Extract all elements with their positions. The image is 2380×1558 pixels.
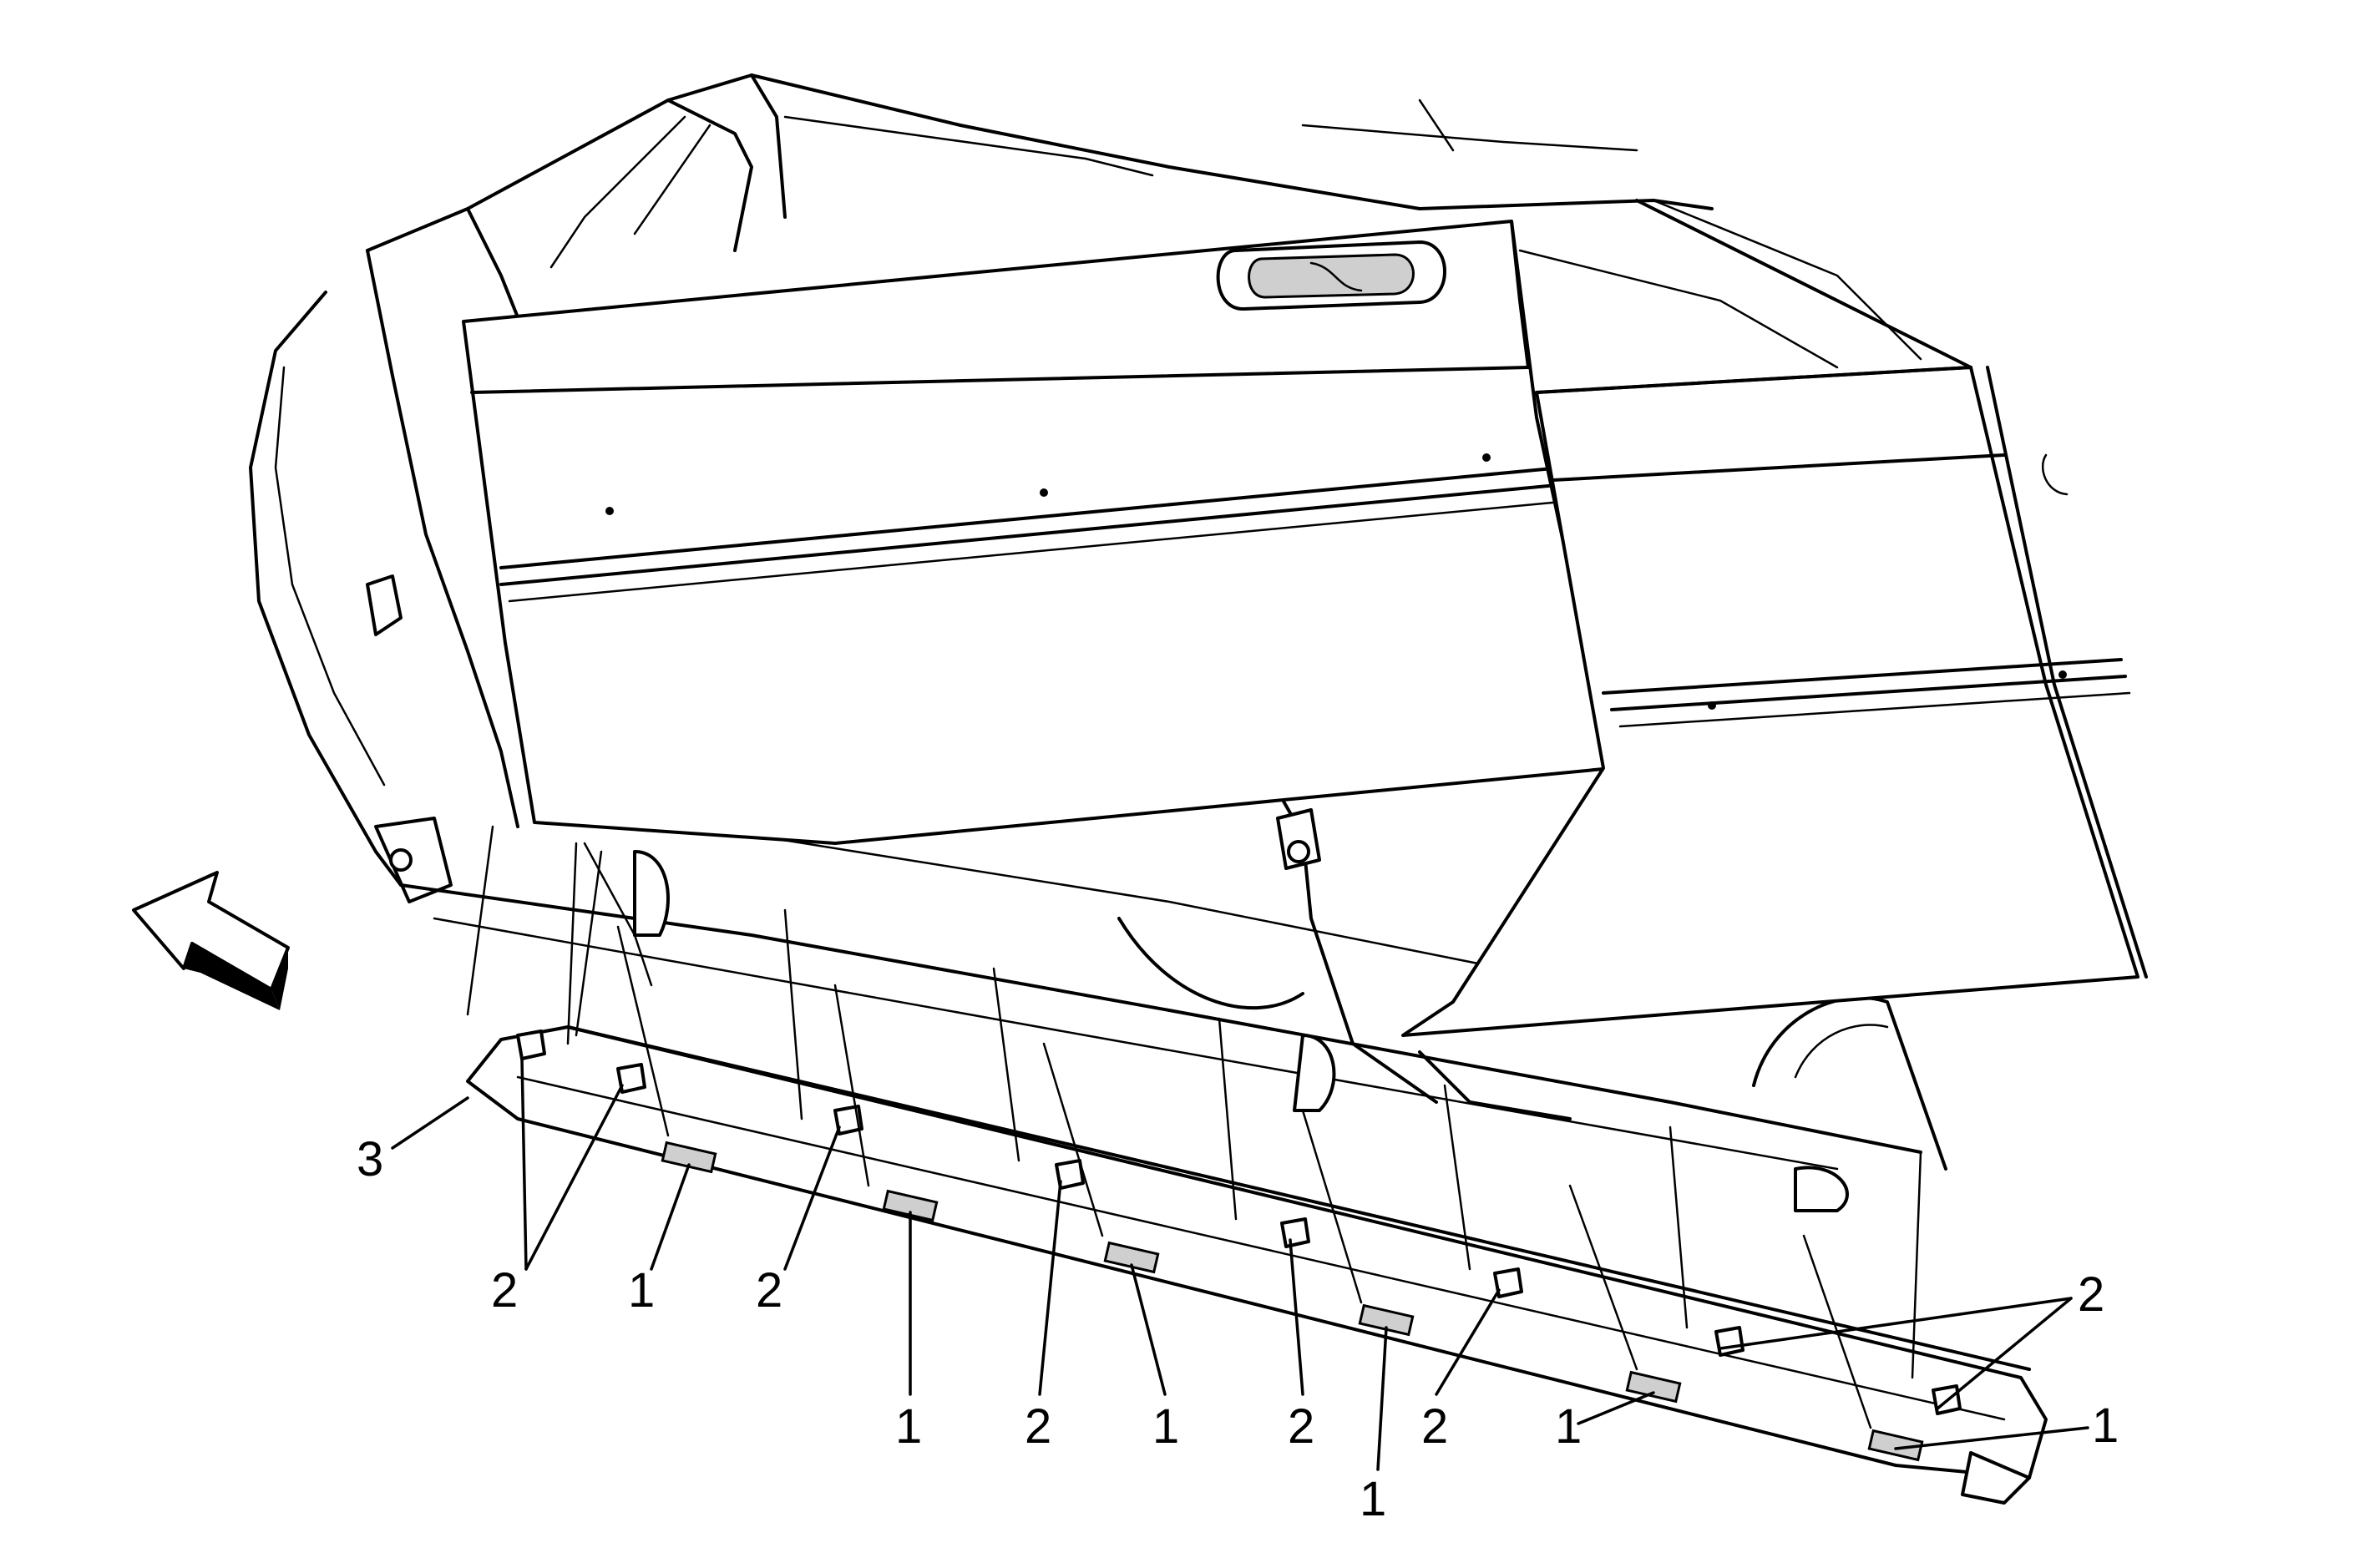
clip [1055,1159,1085,1190]
callout-2: 2 [1288,1399,1314,1454]
clip [833,1105,863,1136]
retainer [1103,1241,1160,1274]
callout-1: 1 [2092,1399,2119,1453]
front-direction-arrow [132,871,290,1010]
callout-1: 1 [1152,1399,1179,1454]
callout-3: 3 [357,1132,383,1186]
callout-leaders [391,1057,2089,1471]
callout-1: 1 [628,1263,655,1318]
callout-1: 1 [895,1399,922,1454]
front-door [462,220,1613,845]
callout-2: 2 [1025,1399,1051,1454]
rocker-molding [466,1025,2048,1505]
callout-1: 1 [1555,1399,1582,1454]
alignment-lines [466,825,1922,1429]
retainers [661,1141,1924,1462]
clip [1493,1267,1523,1298]
callout-2: 2 [491,1263,518,1318]
clip [1714,1326,1744,1357]
callout-2: 2 [1421,1399,1448,1454]
callout-2: 2 [756,1263,782,1318]
clip [1280,1217,1310,1248]
retainer [1358,1303,1415,1337]
retainer [882,1189,939,1222]
clips [516,1029,1962,1415]
callout-labels: 3 2 1 2 1 2 1 2 1 2 1 2 1 [357,1132,2119,1526]
retainer [1867,1429,1924,1462]
callout-1: 1 [1360,1472,1386,1526]
rear-door [1401,199,2148,1037]
retainer [1625,1370,1682,1404]
callout-2: 2 [2078,1267,2104,1322]
clip [616,1063,646,1094]
clip [516,1029,546,1060]
